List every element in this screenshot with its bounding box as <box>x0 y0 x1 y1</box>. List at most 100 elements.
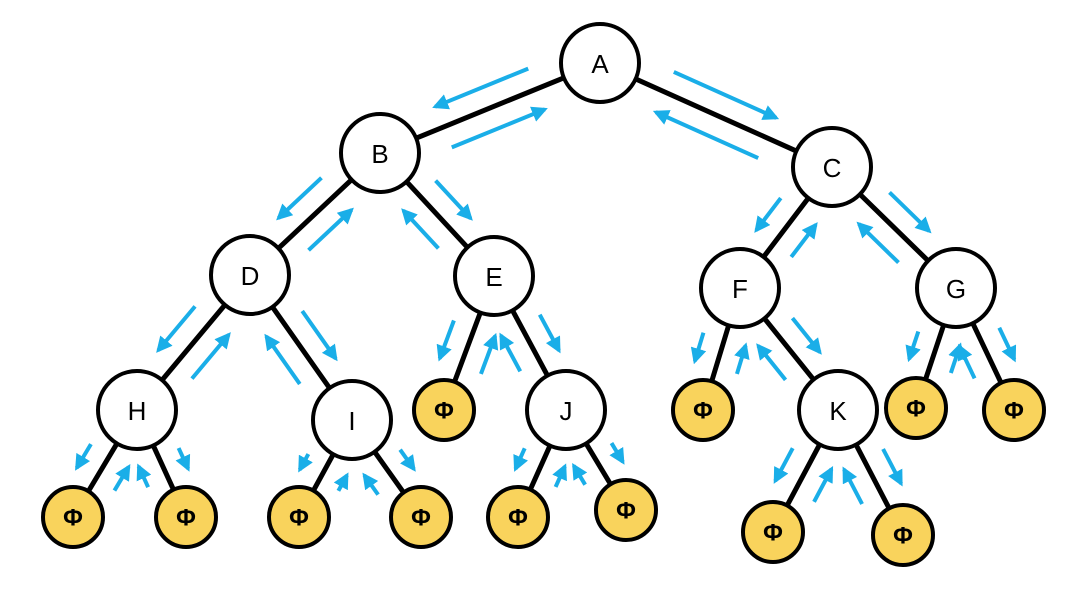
null-leaf-label: Φ <box>616 498 636 525</box>
tree-edges <box>85 75 1004 511</box>
null-leaf-circle <box>41 485 105 549</box>
null-leaf-I-right: Φ <box>389 485 453 549</box>
null-leaf-F-left: Φ <box>671 378 735 442</box>
traversal-arrow-down-F-K <box>790 316 822 355</box>
traversal-arrow-down-G-G-right <box>997 326 1017 363</box>
traversal-arrow-down-H-H-left <box>74 443 93 471</box>
traversal-arrow-up-D-B <box>307 207 354 252</box>
node-label: C <box>823 153 842 183</box>
node-circle <box>797 369 879 451</box>
traversal-arrow-up-F-C <box>789 222 818 259</box>
tree-edge-C-G <box>857 191 931 264</box>
tree-edge-G-G-left <box>922 322 947 383</box>
traversal-arrow-down-I-I-left <box>297 453 313 473</box>
traversal-arrow-up-J-E <box>499 332 523 373</box>
null-leaf-G-right: Φ <box>982 378 1046 442</box>
null-leaf-H-left: Φ <box>41 485 105 549</box>
tree-node-H: H <box>96 369 178 451</box>
traversal-arrow-up-E-left-E <box>479 332 499 375</box>
tree-edge-B-D <box>275 177 355 251</box>
traversal-arrow-down-B-E <box>434 179 473 221</box>
traversal-arrow-up-J-right-J <box>572 462 588 486</box>
node-label: I <box>348 406 355 436</box>
node-label: G <box>946 274 966 304</box>
traversal-arrow-up-I-right-I <box>362 472 380 496</box>
traversal-arrows <box>74 66 1017 505</box>
tree-edge-E-E-left <box>451 310 483 385</box>
traversal-arrow-down-D-I <box>300 309 338 362</box>
null-leaf-circle <box>594 478 658 542</box>
traversal-arrow-up-C-A <box>652 110 759 160</box>
tree-edge-C-F <box>761 195 811 260</box>
tree-edge-E-J <box>509 307 551 379</box>
traversal-arrow-up-F-left-F <box>734 342 750 375</box>
traversal-arrow-down-A-C <box>673 70 780 120</box>
null-leaf-circle <box>412 378 476 442</box>
node-label: B <box>371 139 388 169</box>
null-leaf-circle <box>671 378 735 442</box>
traversal-arrow-down-I-I-right <box>398 448 416 472</box>
null-leaf-circle <box>154 485 218 549</box>
tree-node-K: K <box>797 369 879 451</box>
null-leaf-circle <box>267 485 331 549</box>
null-leaf-label: Φ <box>434 398 454 425</box>
null-leaf-label: Φ <box>411 505 431 532</box>
traversal-arrow-down-E-J <box>537 313 561 354</box>
tree-node-B: B <box>339 112 421 194</box>
null-leaf-label: Φ <box>693 398 713 425</box>
traversal-arrow-up-I-left-I <box>333 472 349 492</box>
node-circle <box>96 369 178 451</box>
node-circle <box>559 22 641 104</box>
traversal-arrow-up-H-right-H <box>136 463 152 488</box>
traversal-arrow-down-C-G <box>888 190 932 234</box>
null-leaf-G-left: Φ <box>884 376 948 440</box>
null-leaf-circle <box>389 485 453 549</box>
traversal-arrow-up-H-D <box>190 332 231 380</box>
traversal-arrow-up-G-right-G <box>957 343 977 380</box>
tree-edge-J-J-right <box>583 440 614 487</box>
tree-edge-B-E <box>404 179 470 250</box>
node-circle <box>209 234 291 316</box>
tree-edge-F-K <box>761 315 817 383</box>
null-leaf-label: Φ <box>63 505 83 532</box>
traversal-arrow-up-G-left-G <box>948 342 964 374</box>
node-label: K <box>829 396 847 426</box>
null-leaf-J-right: Φ <box>594 478 658 542</box>
node-circle <box>525 369 607 451</box>
null-leaf-I-left: Φ <box>267 485 331 549</box>
tree-edge-I-I-left <box>310 451 336 494</box>
traversal-arrow-up-B-A <box>451 106 548 150</box>
tree-node-I: I <box>311 379 393 461</box>
node-circle <box>311 379 393 461</box>
null-leaf-label: Φ <box>893 523 913 550</box>
tree-node-J: J <box>525 369 607 451</box>
null-leaf-label: Φ <box>906 396 926 423</box>
node-circle <box>453 235 535 317</box>
traversal-arrow-up-K-right-K <box>842 466 864 505</box>
tree-node-E: E <box>453 235 535 317</box>
traversal-arrow-up-I-D <box>264 333 302 386</box>
null-leaf-label: Φ <box>1004 398 1024 425</box>
null-leaf-circle <box>741 500 805 564</box>
null-leaf-circle <box>486 485 550 549</box>
tree-node-A: A <box>559 22 641 104</box>
traversal-arrow-down-D-H <box>156 305 197 353</box>
tree-edge-A-C <box>633 76 799 154</box>
tree-edge-K-K-left <box>784 441 823 509</box>
null-leaf-circle <box>982 378 1046 442</box>
node-label: D <box>241 261 260 291</box>
traversal-arrow-down-J-J-right <box>609 442 625 465</box>
traversal-arrow-down-F-F-left <box>690 332 707 365</box>
traversal-arrow-up-J-left-J <box>552 463 567 488</box>
tree-node-C: C <box>791 126 873 208</box>
tree-edge-D-I <box>269 304 333 391</box>
null-leaf-label: Φ <box>289 505 309 532</box>
null-leaf-J-left: Φ <box>486 485 550 549</box>
node-label: H <box>128 396 147 426</box>
traversal-arrow-down-B-D <box>276 176 323 221</box>
traversal-arrow-up-K-F <box>756 343 788 382</box>
tree-edge-H-H-right <box>150 442 177 493</box>
node-circle <box>339 112 421 194</box>
node-label: J <box>560 396 573 426</box>
